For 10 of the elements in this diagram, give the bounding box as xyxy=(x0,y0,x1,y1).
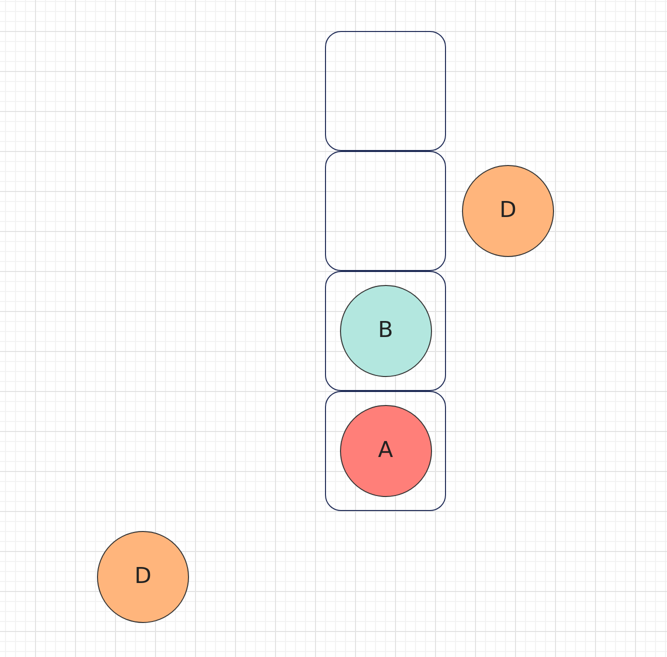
rounded-box xyxy=(325,31,446,151)
rounded-box xyxy=(325,271,446,391)
rounded-box xyxy=(325,391,446,511)
circle-label: D xyxy=(500,200,516,222)
rounded-box xyxy=(325,151,446,271)
circle-label: D xyxy=(134,566,152,588)
circle xyxy=(97,531,189,623)
circle-label: B xyxy=(378,320,394,342)
circle-label: A xyxy=(378,440,394,462)
circle xyxy=(462,165,554,257)
